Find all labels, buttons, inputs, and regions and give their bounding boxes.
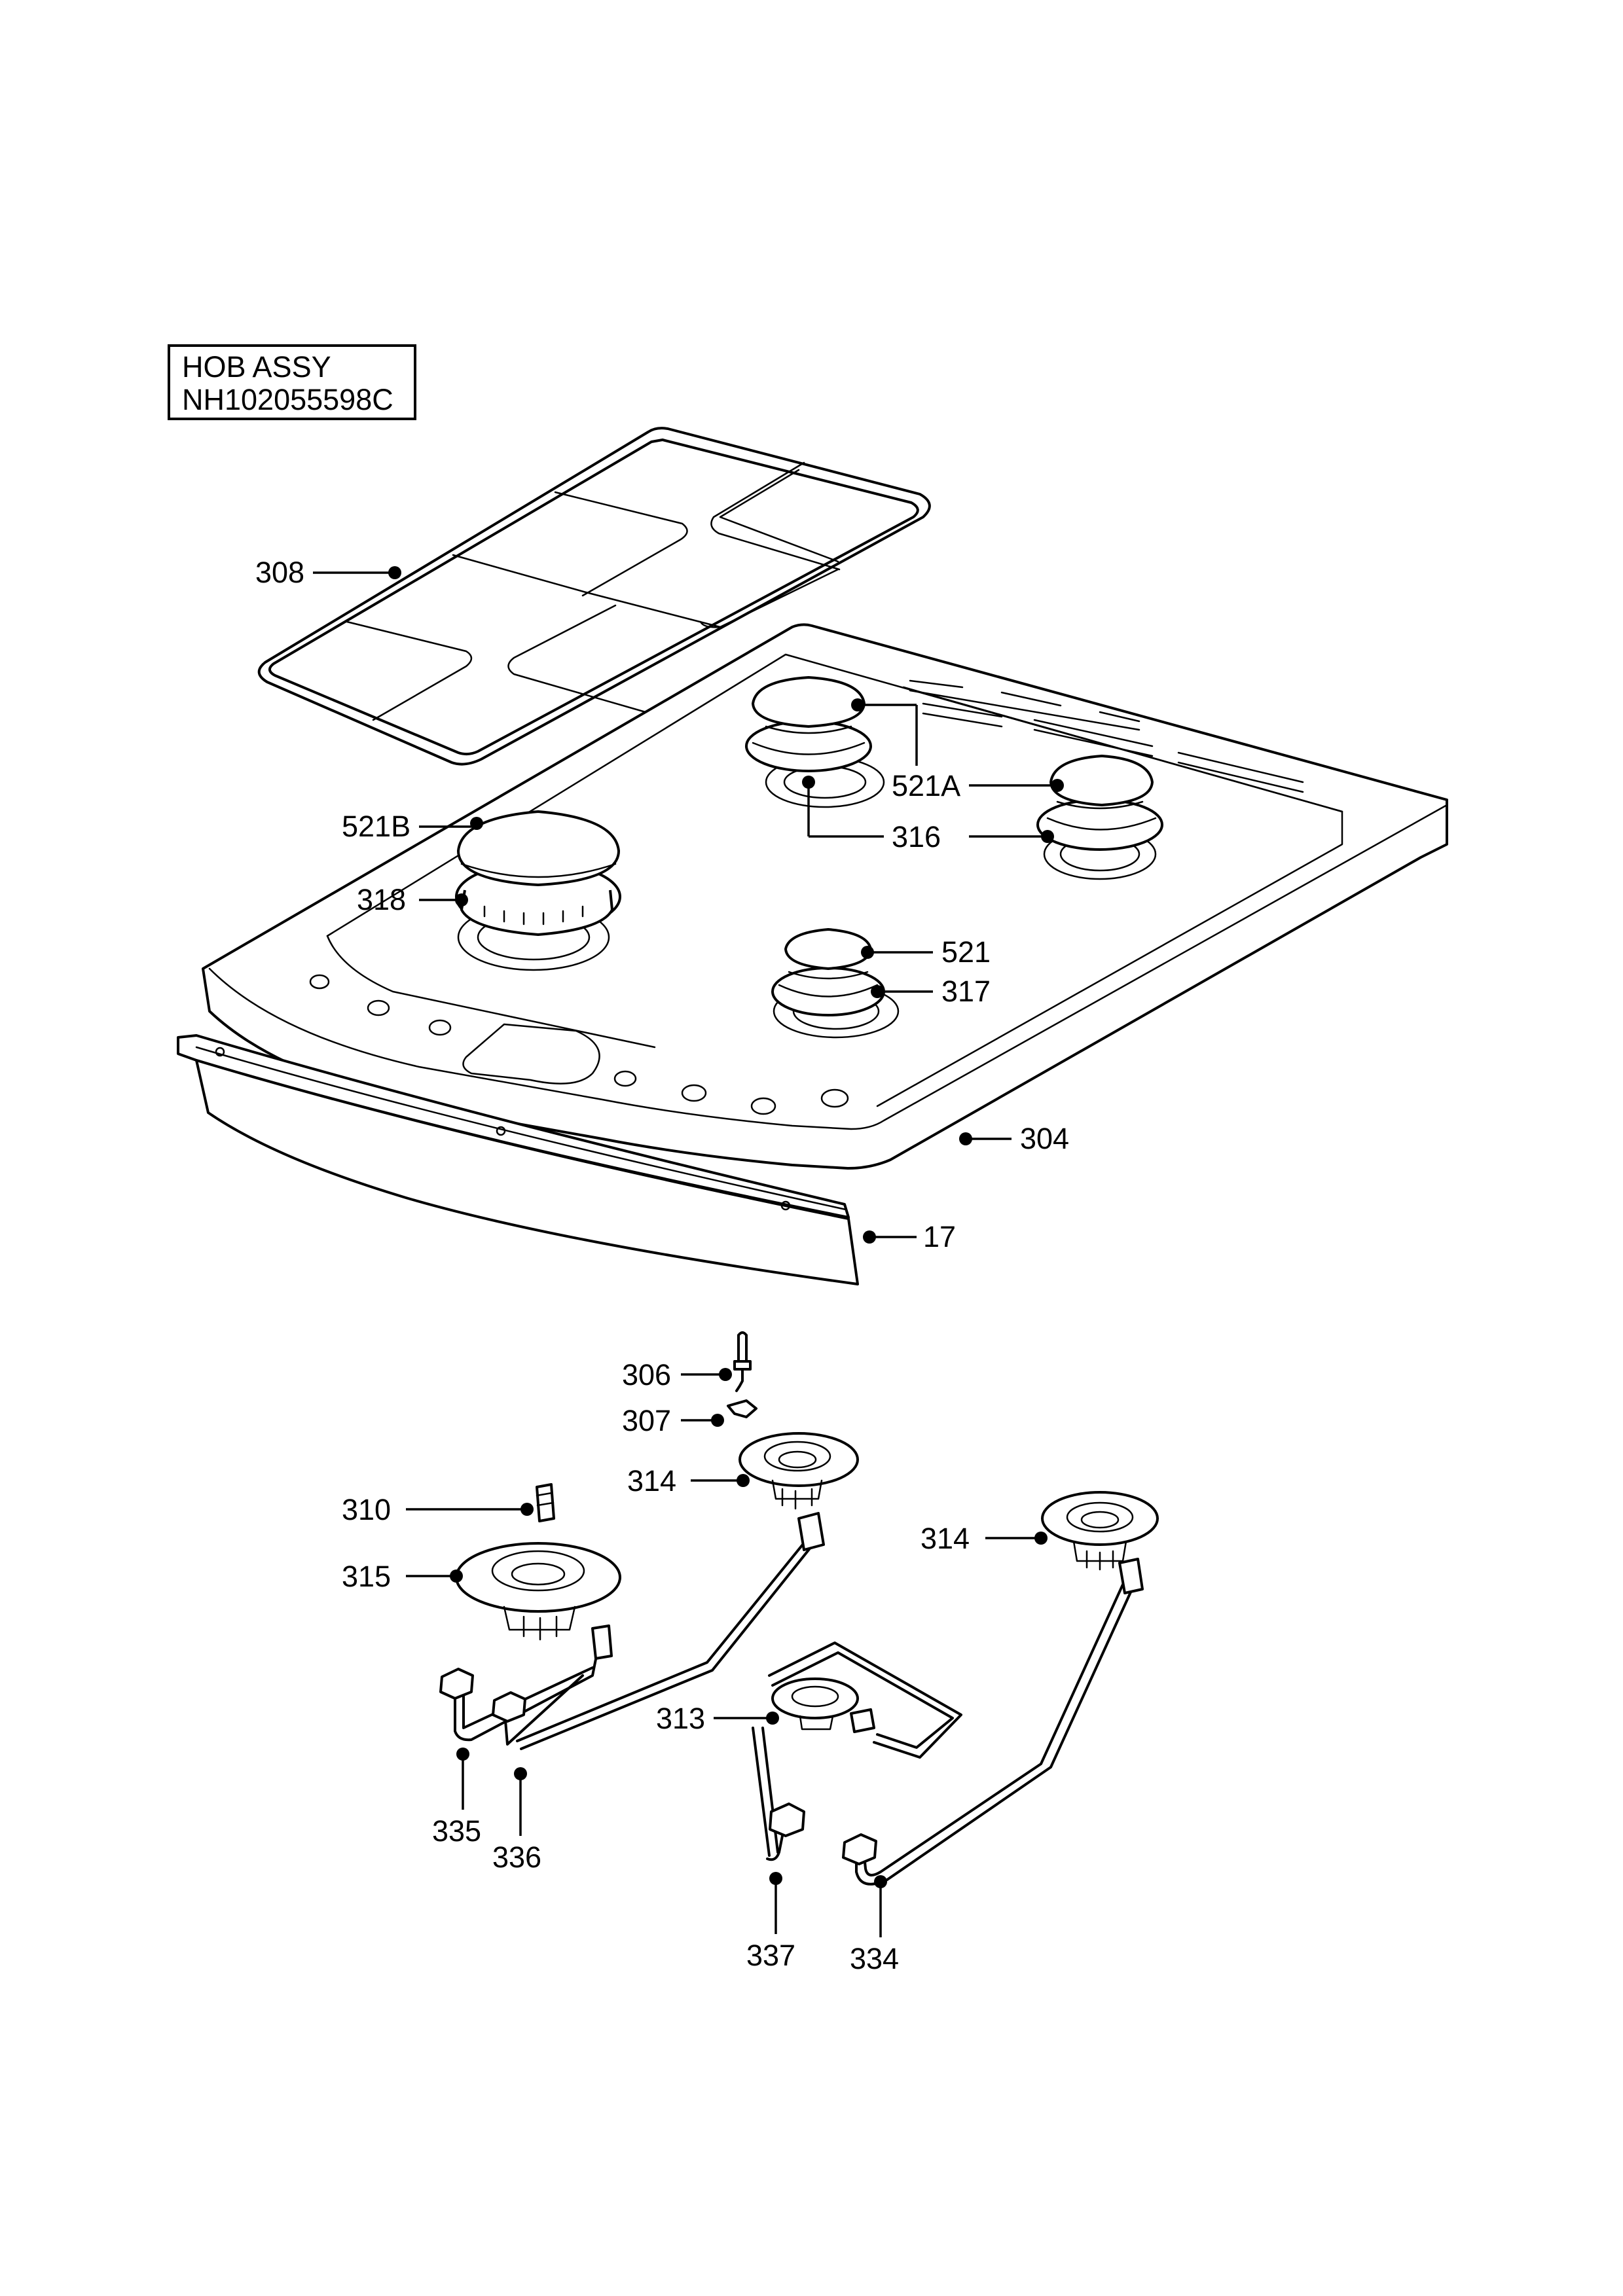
electrode-and-clip	[727, 1331, 757, 1418]
callout-335: 335	[432, 1814, 482, 1848]
injector-holder-small	[771, 1677, 875, 1733]
rear-left-burner	[745, 676, 872, 772]
front-trim-strip	[177, 1034, 859, 1285]
rear-right-burner	[1036, 755, 1163, 851]
callout-318: 318	[357, 883, 407, 916]
leader-lines	[313, 566, 1064, 1937]
callout-337: 337	[746, 1939, 796, 1972]
callout-308: 308	[255, 556, 305, 589]
large-burner	[455, 810, 621, 936]
pan-support-grid	[257, 427, 931, 766]
callout-317: 317	[941, 975, 991, 1008]
assembly-title-box: HOB ASSY NH102055598C	[168, 344, 416, 420]
callout-521B: 521B	[342, 810, 411, 843]
callout-334: 334	[850, 1942, 900, 1975]
front-right-burner	[771, 928, 885, 1016]
callout-313: 313	[656, 1702, 706, 1735]
callout-314-right: 314	[921, 1522, 970, 1555]
callout-521A: 521A	[892, 769, 961, 802]
callout-304: 304	[1020, 1122, 1070, 1155]
injector-holder-right	[1041, 1491, 1159, 1571]
callout-316: 316	[892, 820, 941, 853]
assembly-name: HOB ASSY	[182, 350, 331, 384]
callout-307: 307	[622, 1404, 672, 1437]
callout-336: 336	[492, 1840, 542, 1874]
callout-521: 521	[941, 935, 991, 969]
injector-holder-large	[455, 1542, 621, 1641]
callout-315: 315	[342, 1560, 392, 1593]
callout-17: 17	[923, 1220, 957, 1253]
callout-314-center: 314	[627, 1464, 677, 1498]
gas-pipes	[439, 1512, 1144, 1886]
callout-310: 310	[342, 1493, 392, 1526]
callout-306: 306	[622, 1358, 672, 1391]
injector-holder-center	[739, 1432, 859, 1510]
nozzle	[536, 1483, 555, 1522]
assembly-part-number: NH102055598C	[182, 383, 393, 416]
